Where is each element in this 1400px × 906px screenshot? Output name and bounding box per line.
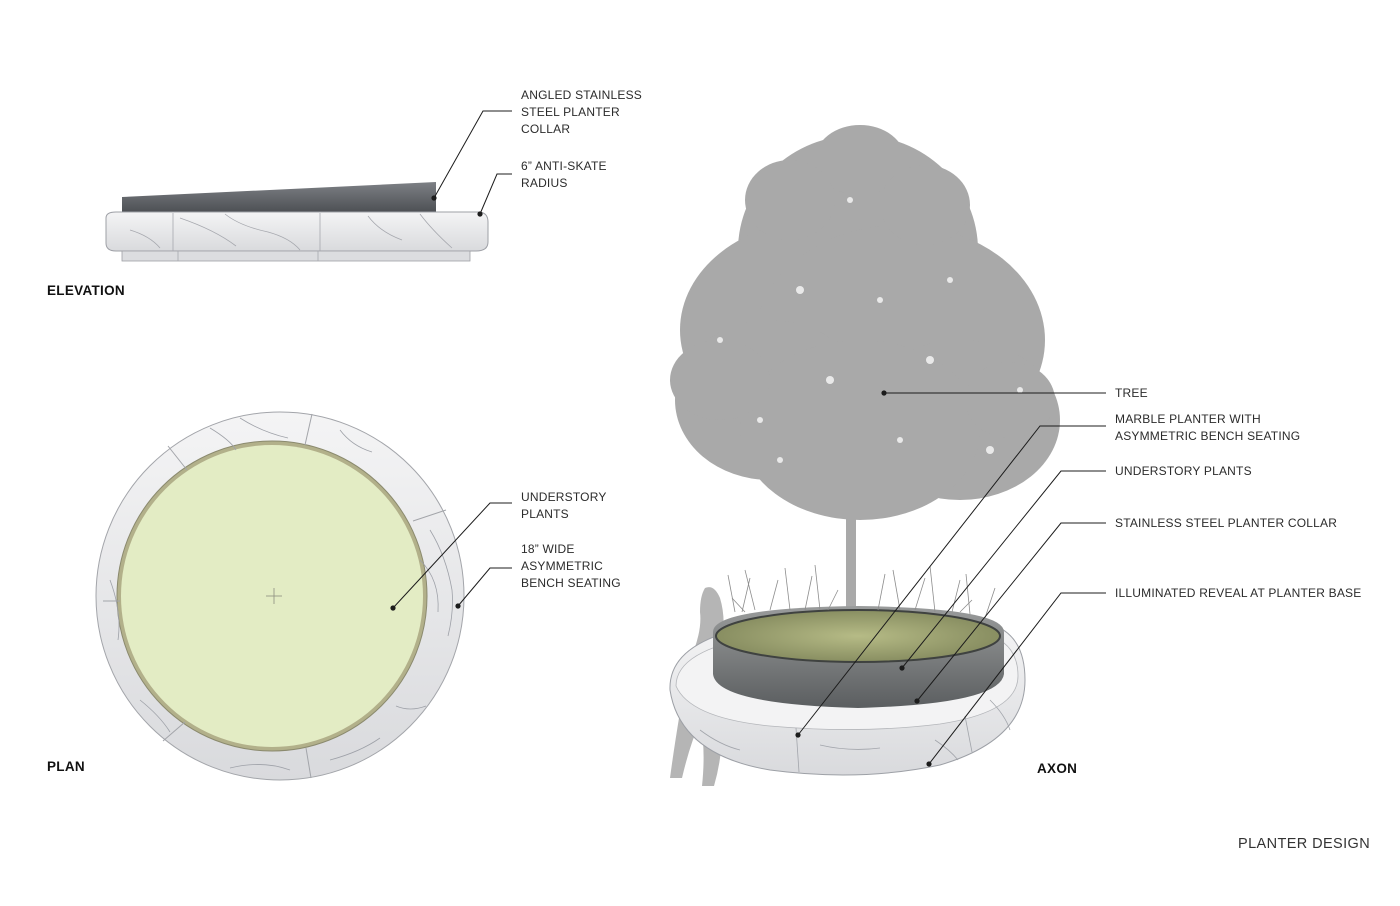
leader-plan-bench [457,567,512,607]
callout-angled-collar: ANGLED STAINLESS STEEL PLANTER COLLAR [521,87,642,138]
callout-line: STEEL PLANTER [521,105,620,119]
callout-line: COLLAR [521,122,571,136]
callout-anti-skate-radius: 6” ANTI-SKATE RADIUS [521,158,607,192]
leader-dots [390,195,932,767]
elevation-title: ELEVATION [47,283,125,298]
leader-elev-radius [479,173,512,215]
leader-lines [392,110,1106,765]
leader-elev-collar [433,110,512,199]
elevation-drawing [105,182,489,262]
sheet-title: PLANTER DESIGN [1238,836,1371,852]
tree-leaf-gaps [717,197,1023,463]
marble-planter-elevation [105,211,489,252]
callout-axon-collar: STAINLESS STEEL PLANTER COLLAR [1115,515,1337,532]
callout-line: ANGLED STAINLESS [521,88,643,102]
callout-line: ASYMMETRIC BENCH SEATING [1115,429,1301,443]
leader-axon-marble [797,425,1106,736]
plan-title: PLAN [47,759,85,774]
callout-axon-marble: MARBLE PLANTER WITH ASYMMETRIC BENCH SEA… [1115,411,1300,445]
callout-plan-understory: UNDERSTORY PLANTS [521,489,607,523]
marble-veins [129,213,453,261]
elevation-base [121,250,471,262]
callout-line: ASYMMETRIC [521,559,604,573]
callout-line: TREE [1115,386,1148,400]
leader-axon-collar [916,522,1106,702]
leader-axon-reveal [928,592,1106,765]
callout-line: 18” WIDE [521,542,575,556]
callout-axon-understory: UNDERSTORY PLANTS [1115,463,1252,480]
callout-line: BENCH SEATING [521,576,621,590]
callout-line: UNDERSTORY PLANTS [1115,464,1252,478]
plan-center-mark [266,588,282,604]
leader-plan-plants [392,502,512,609]
callout-line: MARBLE PLANTER WITH [1115,412,1261,426]
callout-axon-tree: TREE [1115,385,1148,402]
callout-line: 6” ANTI-SKATE [521,159,607,173]
callout-axon-reveal: ILLUMINATED REVEAL AT PLANTER BASE [1115,585,1361,602]
axon-understory-plants [715,609,1001,663]
callout-line: RADIUS [521,176,568,190]
angled-steel-collar [122,182,436,214]
callout-line: PLANTS [521,507,569,521]
callout-line: ILLUMINATED REVEAL AT PLANTER BASE [1115,586,1362,600]
callout-line: UNDERSTORY [521,490,607,504]
callout-line: STAINLESS STEEL PLANTER COLLAR [1115,516,1338,530]
plan-marble-veins [109,417,453,771]
callout-plan-bench: 18” WIDE ASYMMETRIC BENCH SEATING [521,541,621,592]
tree-silhouette [670,125,1060,650]
plan-segment-joints [103,413,447,779]
grass-tufts [727,564,996,619]
axon-title: AXON [1037,761,1078,776]
axon-drawing [669,125,1060,786]
plan-drawing [95,411,465,781]
leader-axon-plants [901,470,1106,669]
